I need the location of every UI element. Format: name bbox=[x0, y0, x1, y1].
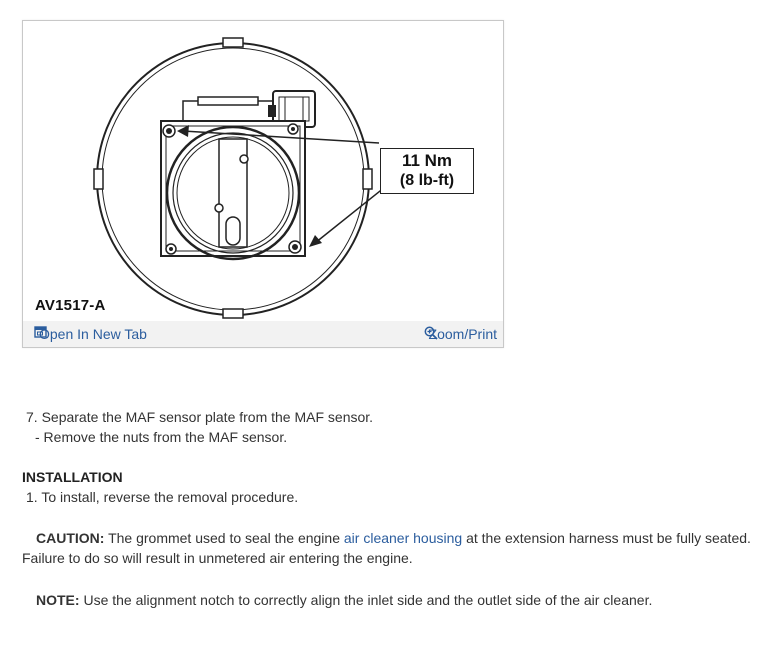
torque-spec-box: 11 Nm (8 lb-ft) bbox=[380, 148, 474, 194]
step-7-text: Separate the MAF sensor plate from the M… bbox=[41, 409, 374, 425]
caution-paragraph: CAUTION: The grommet used to seal the en… bbox=[22, 528, 762, 568]
step-7: 7. Separate the MAF sensor plate from th… bbox=[26, 407, 373, 427]
figure-toolbar: Open In New Tab Zoom/Print bbox=[23, 321, 503, 347]
torque-imperial: (8 lb-ft) bbox=[399, 172, 455, 189]
note-paragraph: NOTE: Use the alignment notch to correct… bbox=[22, 590, 652, 610]
install-step-1-text: To install, reverse the removal procedur… bbox=[41, 489, 299, 505]
note-label: NOTE: bbox=[36, 592, 80, 608]
caution-text-before: The grommet used to seal the engine bbox=[104, 530, 344, 546]
zoom-print-link[interactable]: Zoom/Print bbox=[424, 326, 497, 342]
installation-heading: INSTALLATION bbox=[22, 469, 123, 485]
caution-label: CAUTION: bbox=[36, 530, 105, 546]
air-cleaner-housing-link[interactable]: air cleaner housing bbox=[343, 530, 463, 546]
install-step-1: 1. To install, reverse the removal proce… bbox=[26, 487, 298, 507]
caution-text-after: at the extension harness must be fully s… bbox=[22, 530, 751, 566]
install-step-1-number: 1. bbox=[26, 489, 38, 505]
maf-sensor-illustration[interactable] bbox=[23, 21, 503, 321]
torque-metric: 11 Nm bbox=[401, 151, 453, 170]
note-text: Use the alignment notch to correctly ali… bbox=[79, 592, 653, 608]
step-7-substep: - Remove the nuts from the MAF sensor. bbox=[35, 429, 288, 445]
figure-code: AV1517-A bbox=[35, 297, 106, 314]
step-7-number: 7. bbox=[26, 409, 38, 425]
zoom-print-label: Zoom/Print bbox=[428, 326, 497, 342]
figure-card: 11 Nm (8 lb-ft) AV1517-A Open In New Tab bbox=[22, 20, 504, 348]
open-in-new-tab-link[interactable]: Open In New Tab bbox=[34, 326, 147, 342]
open-in-new-tab-label: Open In New Tab bbox=[39, 326, 147, 342]
